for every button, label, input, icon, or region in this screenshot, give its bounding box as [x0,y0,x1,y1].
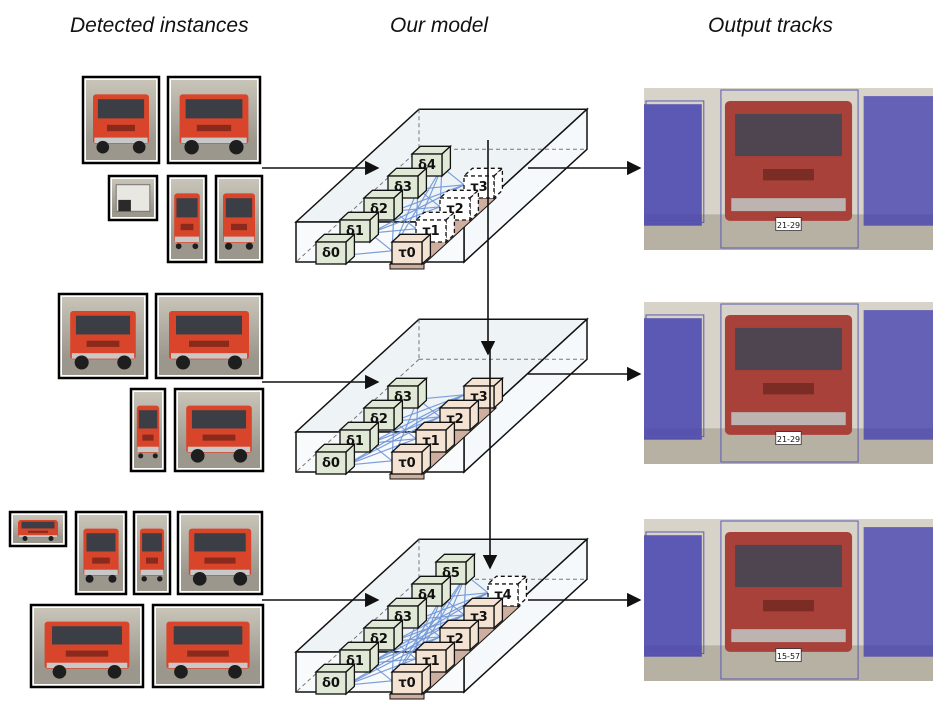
detection-node-δ0: δ0 [314,232,357,266]
detection-crop-2-5 [151,603,265,689]
detection-crop-1-3 [173,387,265,473]
track-bounding-box [720,303,859,463]
license-plate [775,431,802,445]
detection-crop-0-2 [107,174,159,222]
output-track-image-1: 21-29 [644,302,933,464]
tracked-vehicle-right [863,96,933,226]
detection-crop-2-4 [29,603,145,689]
track-node-τ0: τ0 [390,232,433,266]
header-our-model: Our model [390,14,489,37]
track-node-τ3: τ3 [462,376,505,410]
license-plate [775,648,802,662]
cube-label: τ0 [398,456,415,471]
output-track-image-2: 15-57 [644,519,933,681]
track-node-τ4: τ4 [486,574,529,608]
license-plate [775,217,802,231]
detection-crop-2-2 [132,510,172,596]
license-plate-text: 21-29 [777,221,800,230]
detection-crop-2-0 [8,510,68,548]
detection-crop-0-0 [81,75,161,165]
tracked-vehicle-left [644,104,702,226]
detection-crop-1-0 [57,292,149,380]
header-output-tracks: Output tracks [708,14,833,37]
track-node-τ0: τ0 [390,442,433,476]
detection-crop-1-1 [154,292,264,380]
license-plate-text: 15-57 [777,652,800,661]
association-edges [345,574,489,686]
tracked-vehicle-right [863,527,933,657]
detection-crop-0-1 [166,75,262,165]
detection-node-δ4: δ4 [410,144,453,178]
detection-node-δ0: δ0 [314,662,357,696]
tracked-vehicle-left [644,535,702,657]
cube-label: δ0 [322,246,340,261]
track-bounding-box [720,520,859,680]
license-plate-text: 21-29 [777,435,800,444]
cube-label: τ0 [398,676,415,691]
cube-label: τ0 [398,246,415,261]
output-track-image-0: 21-29 [644,88,933,250]
detection-node-δ5: δ5 [434,552,477,586]
cube-label: δ0 [322,676,340,691]
detection-crop-2-1 [74,510,128,596]
tracked-vehicle-left [644,318,702,440]
detection-node-δ2: δ2 [362,188,405,222]
detection-crop-1-2 [129,387,167,473]
cube-label: δ0 [322,456,340,471]
detection-crop-2-3 [176,510,264,596]
detection-node-δ0: δ0 [314,442,357,476]
track-bounding-box [720,89,859,249]
tracked-vehicle-right [863,310,933,440]
detection-node-δ1: δ1 [338,210,381,244]
header-detected-instances: Detected instances [70,14,249,37]
track-node-τ0: τ0 [390,662,433,696]
detection-crop-0-3 [166,174,208,264]
detection-crop-0-4 [214,174,264,264]
